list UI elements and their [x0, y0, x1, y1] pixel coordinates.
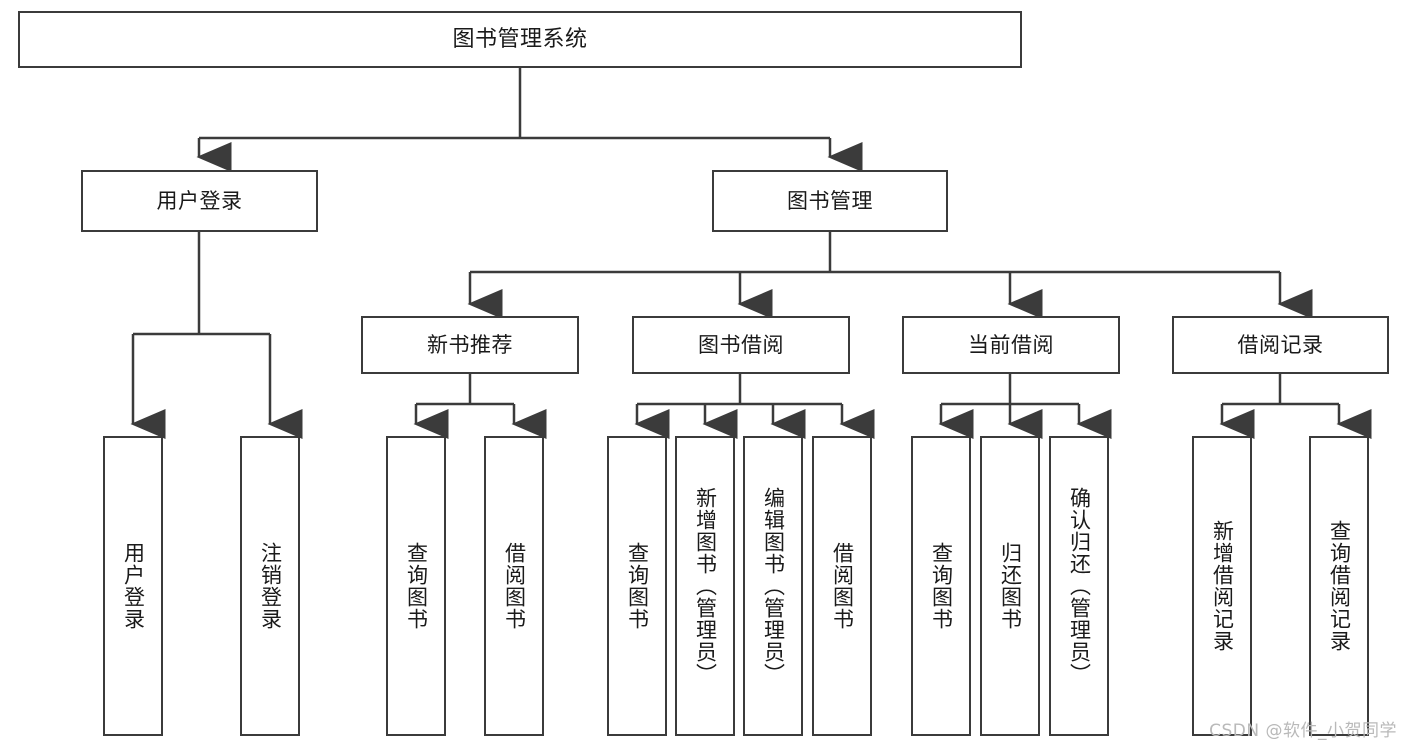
node-label: 查询图书: [929, 542, 954, 630]
node-leaf-query-borrow-record[interactable]: 查询借阅记录: [1309, 436, 1369, 736]
node-label: 查询借阅记录: [1327, 520, 1352, 652]
node-leaf-add-borrow-record[interactable]: 新增借阅记录: [1192, 436, 1252, 736]
node-leaf-logout[interactable]: 注销登录: [240, 436, 300, 736]
node-leaf-query-book-current[interactable]: 查询图书: [911, 436, 971, 736]
node-leaf-query-book-newbook[interactable]: 查询图书: [386, 436, 446, 736]
node-label: 新增图书（管理员）: [693, 487, 718, 685]
node-label: 新书推荐: [427, 332, 513, 357]
node-label: 注销登录: [258, 542, 283, 630]
node-user-login[interactable]: 用户登录: [81, 170, 318, 232]
node-label: 新增借阅记录: [1210, 520, 1235, 652]
node-leaf-return-book[interactable]: 归还图书: [980, 436, 1040, 736]
node-label: 借阅图书: [502, 542, 527, 630]
node-leaf-confirm-return-admin[interactable]: 确认归还（管理员）: [1049, 436, 1109, 736]
node-label: 当前借阅: [968, 332, 1054, 357]
node-new-book-recommend[interactable]: 新书推荐: [361, 316, 579, 374]
node-leaf-edit-book-admin[interactable]: 编辑图书（管理员）: [743, 436, 803, 736]
node-label: 查询图书: [404, 542, 429, 630]
node-label: 用户登录: [121, 542, 146, 630]
node-current-borrow[interactable]: 当前借阅: [902, 316, 1120, 374]
node-label: 借阅记录: [1237, 332, 1324, 357]
node-leaf-add-book-admin[interactable]: 新增图书（管理员）: [675, 436, 735, 736]
node-label: 确认归还（管理员）: [1067, 487, 1092, 685]
node-label: 归还图书: [998, 542, 1023, 630]
node-label: 用户登录: [156, 188, 243, 213]
node-label: 图书管理系统: [452, 26, 588, 52]
node-book-borrow[interactable]: 图书借阅: [632, 316, 850, 374]
node-book-management[interactable]: 图书管理: [712, 170, 948, 232]
node-root-book-management-system[interactable]: 图书管理系统: [18, 11, 1022, 68]
node-leaf-borrow-book[interactable]: 借阅图书: [812, 436, 872, 736]
node-label: 借阅图书: [830, 542, 855, 630]
node-leaf-user-login[interactable]: 用户登录: [103, 436, 163, 736]
csdn-watermark: CSDN @软件_小贺同学: [1209, 721, 1397, 741]
node-leaf-query-book-borrow[interactable]: 查询图书: [607, 436, 667, 736]
node-leaf-borrow-book-newbook[interactable]: 借阅图书: [484, 436, 544, 736]
node-label: 查询图书: [625, 542, 650, 630]
node-label: 图书借阅: [698, 332, 784, 357]
node-label: 图书管理: [787, 188, 873, 213]
node-borrow-record[interactable]: 借阅记录: [1172, 316, 1389, 374]
node-label: 编辑图书（管理员）: [761, 487, 786, 685]
